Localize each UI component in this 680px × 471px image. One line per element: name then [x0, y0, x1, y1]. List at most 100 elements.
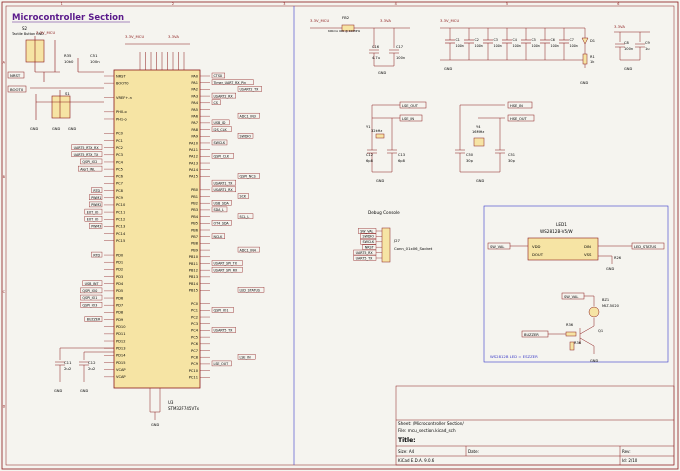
- nrst-net-label: NRST: [10, 73, 21, 78]
- mcu-left-pin-name: PC3: [116, 153, 123, 157]
- j27-body: [381, 227, 391, 263]
- dec-cap-ref: C5: [532, 38, 536, 42]
- mcu-right-pin-name: PC8: [191, 356, 199, 360]
- title-block: [395, 385, 675, 466]
- sheet-line: Sheet: /Microcontroller Section/: [398, 421, 464, 426]
- led-buzzer-frame: [483, 205, 669, 363]
- left-net-box: [80, 294, 103, 301]
- mcu-left-pin-name: PD2: [116, 268, 123, 272]
- mcu-left-pin-name: PD0: [116, 253, 124, 257]
- debug-label: SWDIO: [363, 235, 375, 239]
- c13-ref: C13: [398, 153, 405, 157]
- mcu-body: [113, 69, 201, 389]
- y4-ref: Y4: [476, 125, 481, 129]
- right-net-label: ADC1_IN3: [240, 114, 256, 118]
- mcu-right-pin-name: PB11: [189, 262, 198, 266]
- mcu-right-pin-name: PA2: [191, 88, 198, 92]
- left-net-box: [80, 158, 103, 165]
- mcu-right-pins: PA0PA1PA2PA3PA4PA5PA6PA7PA8PA9PA10PA11PA…: [189, 74, 210, 380]
- d1-ref: D1: [590, 39, 595, 43]
- left-net-label: USB_INT: [85, 282, 100, 286]
- led1-sw-box: [487, 242, 511, 250]
- debug-label: SW_VAL: [360, 229, 373, 233]
- dec-cap-ref: C2: [475, 38, 479, 42]
- led-status-box: [631, 242, 665, 250]
- gnd-fb2: GND: [378, 71, 386, 75]
- c51b-ref: C51: [508, 153, 515, 157]
- dec-cap-ref: C3: [494, 38, 498, 42]
- c16-ref: C16: [372, 45, 380, 49]
- right-net-label: USART2_RX: [214, 94, 234, 98]
- mcu-right-pin-name: PA8: [191, 128, 198, 132]
- right-net-label: USART5_TX: [214, 329, 234, 333]
- mcu-right-pin-name: PC5: [191, 335, 198, 339]
- mcu-left-pin-name: PC2: [116, 146, 123, 150]
- buzzer-sw-val: SW_VAL: [564, 295, 578, 299]
- left-net-box: [80, 287, 103, 294]
- sheet-inner-border: [5, 5, 675, 466]
- mcu-left-pin-name: PD1: [116, 261, 123, 265]
- left-net-box: [71, 144, 103, 150]
- mcu-right-pin-name: PB5: [191, 222, 198, 226]
- left-net-label: PWM2: [91, 203, 101, 207]
- led1-pin-vss: VSS: [584, 252, 592, 257]
- mcu-left-pin-name: PC12: [116, 218, 125, 222]
- mcu-left-pin-name: PC5: [116, 167, 123, 171]
- decoupling-caps: [440, 27, 585, 61]
- rev-label: Rev:: [622, 449, 631, 454]
- mcu-part: STM32F745VTx: [168, 406, 200, 411]
- border-number-top: 5: [506, 2, 508, 6]
- c16-val: 4.7u: [372, 56, 380, 60]
- c12b-val: 6p8: [366, 159, 374, 163]
- gnd-y4: GND: [476, 179, 484, 183]
- ferrite-block: [310, 24, 410, 67]
- right-net-box: [237, 173, 260, 179]
- mcu-right-pin-name: PC1: [191, 309, 198, 313]
- gnd-s1-a: GND: [30, 127, 38, 131]
- border-letter-left: D: [3, 405, 6, 409]
- c12b-ref: C12: [366, 153, 373, 157]
- mcu-left-pin-name: PC14: [116, 232, 126, 236]
- mcu-left-pin-name: PC7: [116, 182, 123, 186]
- power-label-c: 3.3V_MCU: [310, 18, 329, 23]
- right-net-box: [211, 307, 234, 313]
- sheet-title: Microcontroller Section: [12, 13, 124, 23]
- mcu-left-pin-name: PC6: [116, 175, 124, 179]
- q1-ref: Q1: [598, 329, 603, 333]
- right-net-box: [211, 99, 221, 105]
- right-net-label: USB_ID: [214, 121, 226, 125]
- mcu-right-pin-name: PB10: [189, 255, 199, 259]
- c9-val: 1u: [645, 47, 650, 51]
- mcu-right-pin-name: PA7: [191, 121, 198, 125]
- frame-note: WS2812B LED = ESZZER: [490, 354, 538, 359]
- mcu-left-pins: NRSTBOOT0VREF+-nPH0-oPH1-oPC0PC1PC2PC3PC…: [104, 74, 132, 379]
- tool-label: KiCad E.D.A. 9.0.6: [398, 458, 435, 463]
- decoupling-cap-list: C1100nC2100nC3100nC4100nC5100nC6100nC710…: [445, 28, 578, 60]
- right-net-box: [211, 139, 228, 146]
- left-net-box: [91, 187, 103, 193]
- mcu-right-pin-name: PC0: [191, 302, 199, 306]
- left-net-box: [88, 194, 103, 200]
- gnd-s1-c: GND: [68, 127, 76, 131]
- right-net-box: [237, 246, 260, 253]
- mcu-right-net-labels: CTS0Timer_UART_RX_PinUSART2_TXUSART2_RXC…: [211, 72, 265, 367]
- mcu-ref: U3: [168, 400, 174, 405]
- c12-val: 2u2: [88, 366, 96, 371]
- border-letter-left: A: [3, 60, 6, 64]
- mcu-left-pin-name: PD8: [116, 311, 124, 315]
- right-net-box: [211, 266, 243, 273]
- right-net-label: LSE_IN: [240, 355, 252, 359]
- lse-in-label: LSE_IN: [402, 117, 414, 121]
- right-net-box: [211, 92, 236, 99]
- power-label-b: 3.3V_MCU: [125, 34, 144, 39]
- mcu-right-pin-name: PB4: [191, 215, 199, 219]
- left-net-label: UART5_RTX_RX: [74, 146, 100, 150]
- border-number-top: 3: [283, 2, 285, 6]
- dec-cap-ref: C7: [570, 38, 574, 42]
- left-net-label: QSPI_IO2: [82, 160, 97, 164]
- right-net-box: [211, 360, 232, 367]
- right-net-box: [211, 186, 236, 193]
- right-net-label: NCLK: [214, 235, 224, 239]
